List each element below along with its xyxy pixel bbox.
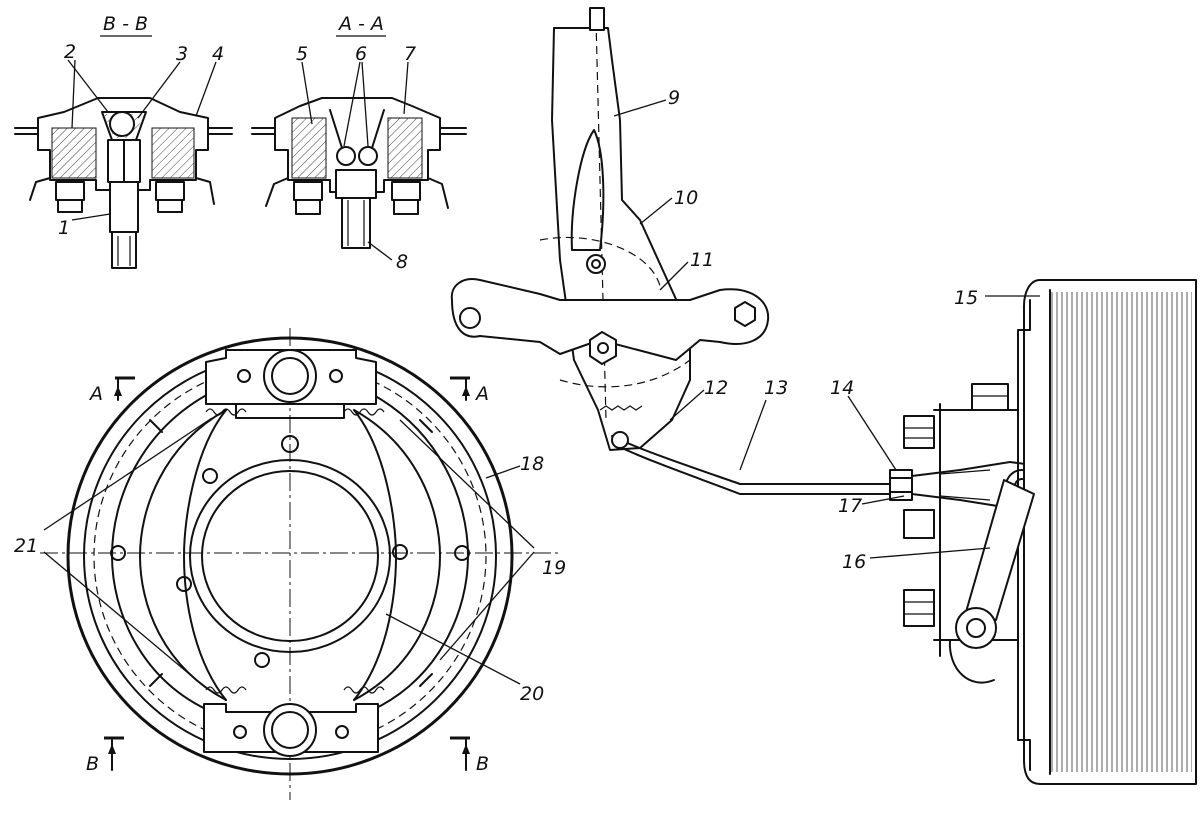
label-15: 15 [954, 287, 978, 309]
section-aa-title: A - A [337, 13, 384, 35]
label-14: 14 [830, 377, 854, 399]
label-18: 18 [520, 453, 544, 475]
section-aa-view: A - A [251, 13, 467, 249]
leader-lines [43, 59, 1040, 689]
label-8: 8 [396, 251, 408, 273]
label-10: 10 [674, 187, 698, 209]
section-mark-b-left: B [86, 753, 99, 775]
label-17: 17 [838, 495, 862, 517]
label-16: 16 [842, 551, 866, 573]
drum-side-view [903, 279, 1197, 785]
label-2: 2 [64, 41, 76, 63]
label-6: 6 [355, 43, 367, 65]
label-20: 20 [520, 683, 544, 705]
section-mark-b-right: B [476, 753, 489, 775]
label-3: 3 [176, 43, 188, 65]
label-13: 13 [764, 377, 788, 399]
label-11: 11 [690, 249, 714, 271]
brake-shoe-view: A A B B [40, 328, 560, 800]
label-1: 1 [58, 217, 70, 239]
label-4: 4 [212, 43, 224, 65]
section-bb-view: B - B [14, 13, 233, 269]
label-12: 12 [704, 377, 728, 399]
label-21: 21 [14, 535, 38, 557]
lever-bracket-view [450, 7, 1045, 509]
section-bb-title: B - B [103, 13, 148, 35]
section-mark-a-right: A [474, 383, 489, 405]
label-5: 5 [296, 43, 308, 65]
label-9: 9 [668, 87, 680, 109]
section-mark-a-left: A [88, 383, 103, 405]
label-19: 19 [542, 557, 566, 579]
label-7: 7 [404, 43, 416, 65]
callout-labels: 2 3 4 1 5 6 7 8 9 10 11 12 13 14 15 16 1… [14, 41, 978, 705]
